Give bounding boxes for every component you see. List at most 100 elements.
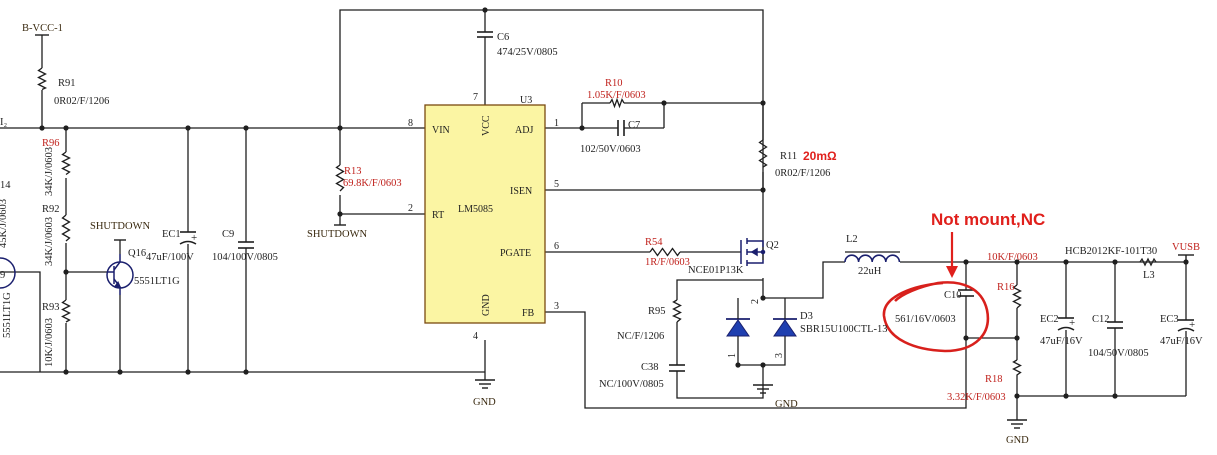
value-r18: 3.32K/F/0603	[947, 392, 1006, 403]
value-q-partial: 5551LT1G	[2, 292, 13, 338]
ref-c7: C7	[628, 120, 640, 131]
ref-c38: C38	[641, 362, 659, 373]
ref-l2: L2	[846, 234, 858, 245]
svg-text:+: +	[191, 232, 197, 244]
value-c9: 104/100V/0805	[212, 252, 278, 263]
value-r54: 1R/F/0603	[645, 257, 690, 268]
pin-name: ADJ	[515, 125, 533, 136]
ic-u3: U3 LM5085 8 VIN 7 VCC 1 ADJ 5 ISEN 2 RT …	[408, 92, 559, 342]
ref-r96: R96	[42, 138, 60, 149]
d3-pin: 1	[727, 353, 738, 358]
value-c12: 104/50V/0805	[1088, 348, 1149, 359]
net-b-vcc: B-VCC-1	[22, 23, 63, 34]
value-r16: 10K/F/0603	[987, 252, 1038, 263]
net-gnd-r18: GND	[1006, 435, 1029, 446]
pin-number: 8	[408, 118, 413, 129]
value-r95: NC/F/1206	[617, 331, 664, 342]
ref-r18: R18	[985, 374, 1003, 385]
d3-pin: 2	[750, 299, 761, 304]
net-gnd-d3: GND	[775, 399, 798, 410]
net-vusb: VUSB	[1172, 242, 1200, 253]
pin-name: FB	[522, 308, 535, 319]
pin-number: 5	[554, 179, 559, 190]
value-q2: NCE01P13K	[688, 265, 744, 276]
net-gnd-u3: GND	[473, 397, 496, 408]
value-l3: HCB2012KF-101T30	[1065, 246, 1157, 257]
pin-name: PGATE	[500, 248, 531, 259]
polarity-marks: + + +	[191, 232, 1195, 331]
pin-number: 1	[554, 118, 559, 129]
resistor-r93	[61, 299, 71, 323]
ref-r11: R11	[780, 151, 797, 162]
value-r92: 34K/J/0603	[44, 217, 55, 266]
labels: B-VCC-1 I₂ SHUTDOWN SHUTDOWN GND GND GND…	[0, 23, 1203, 446]
resistor-r92	[61, 214, 71, 242]
note-r11: 20mΩ	[803, 149, 837, 163]
transistor-partial-left	[0, 257, 16, 289]
pin-number: 2	[408, 203, 413, 214]
pin-name: ISEN	[510, 186, 532, 197]
resistor-r91	[37, 67, 48, 91]
value-r91: 0R02/F/1206	[54, 96, 109, 107]
junction-dots	[39, 7, 1189, 399]
ref-c10: C10	[944, 290, 962, 301]
power-ports	[35, 34, 1194, 262]
svg-text:+: +	[1069, 317, 1075, 329]
ref-r91: R91	[58, 78, 76, 89]
ref-c6: C6	[497, 32, 509, 43]
ref-r54: R54	[645, 237, 663, 248]
ref-r95: R95	[648, 306, 666, 317]
resistor-r18	[1012, 359, 1022, 380]
value-ec3: 47uF/16V	[1160, 336, 1203, 347]
pin-name: VIN	[432, 125, 450, 136]
ref-q16: Q16	[128, 248, 146, 259]
value-d3: SBR15U100CTL-13	[800, 324, 888, 335]
annotation-not-mount: Not mount,NC	[882, 210, 1045, 353]
net-left-fragment: I₂	[0, 117, 7, 128]
value-r10: 1.05K/F/0603	[587, 90, 646, 101]
diode-d3	[726, 315, 797, 338]
annotation-text: Not mount,NC	[931, 210, 1045, 229]
ferrite-l3	[1139, 257, 1157, 267]
value-r96: 34K/J/0603	[44, 147, 55, 196]
value-r11: 0R02/F/1206	[775, 168, 830, 179]
value-r13: 69.8K/F/0603	[343, 178, 402, 189]
pin-number: 7	[473, 92, 478, 103]
ref-c12: C12	[1092, 314, 1110, 325]
ref-l3: L3	[1143, 270, 1155, 281]
ref-ec3: EC3	[1160, 314, 1179, 325]
ref-c9: C9	[222, 229, 234, 240]
value-r93: 10K/J/0603	[44, 318, 55, 367]
ic-body	[424, 104, 546, 324]
ref-r10: R10	[605, 78, 623, 89]
value-c38: NC/100V/0805	[599, 379, 664, 390]
ref-r14-partial: 14	[0, 180, 11, 191]
ic-ref: U3	[520, 95, 532, 106]
transistor-q16	[106, 254, 134, 295]
ref-ec1: EC1	[162, 229, 181, 240]
resistor-r95	[671, 299, 682, 323]
ref-d3: D3	[800, 311, 813, 322]
ref-q2: Q2	[766, 240, 779, 251]
pin-name: VCC	[481, 115, 492, 136]
mosfet-q2	[740, 238, 766, 266]
svg-text:+: +	[1189, 319, 1195, 331]
value-c10: 561/16V/0603	[895, 314, 956, 325]
net-shutdown-q16: SHUTDOWN	[90, 221, 150, 232]
resistor-r10	[609, 97, 625, 109]
pin-number: 4	[473, 331, 478, 342]
resistor-r54	[649, 247, 681, 257]
ref-r16: R16	[997, 282, 1015, 293]
ref-q-partial: 9	[0, 270, 5, 281]
value-q16: 5551LT1G	[134, 276, 180, 287]
resistor-r16	[1012, 284, 1022, 309]
ref-r92: R92	[42, 204, 60, 215]
capacitor-symbols	[179, 31, 1195, 378]
resistor-r13	[335, 164, 345, 192]
ref-ec2: EC2	[1040, 314, 1059, 325]
d3-pin: 3	[774, 353, 785, 358]
pin-name: GND	[481, 294, 492, 316]
ref-r93: R93	[42, 302, 60, 313]
value-ec2: 47uF/16V	[1040, 336, 1083, 347]
